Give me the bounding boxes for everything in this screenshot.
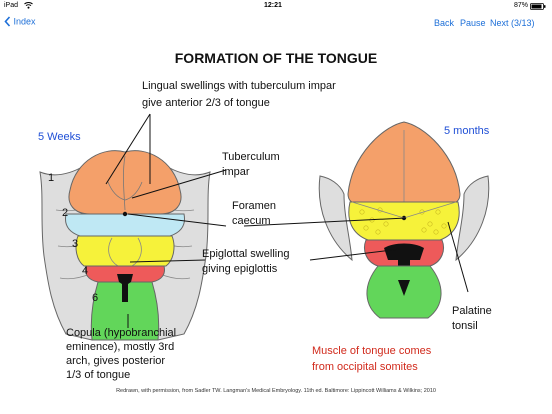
figure-credit: Redrawn, with permission, from Sadler TW… [116,388,436,394]
device-name: iPad [4,2,19,9]
status-bar: iPad 12:21 87% [0,0,552,12]
arch-number-2: 2 [62,207,69,219]
figure-slide: FORMATION OF THE TONGUE [0,34,552,414]
copula-label-line1: Copula (hypobranchial [66,327,177,339]
pharyngeal-wall-left [318,175,353,262]
copula-label-line3: arch, gives posterior [66,355,166,367]
arch-number-4: 4 [82,265,89,277]
arch-number-1: 1 [48,172,55,184]
leader-lines [105,113,469,328]
lingual-swellings [68,150,182,215]
battery-icon [530,3,546,12]
back-button[interactable]: Back [434,18,455,28]
navigation-bar: Index Back Pause Next (3/13) [0,12,552,34]
pharyngeal-wall-right [455,175,490,262]
wifi-icon [24,1,33,11]
tongue-diagram [39,113,490,341]
copula-region [75,235,175,267]
pause-button[interactable]: Pause [460,18,486,28]
tuberculum-impar-label-line1: Tuberculum [222,151,280,163]
stage-label-5-months: 5 months [444,125,490,137]
muscle-origin-note-line2: from occipital somites [312,361,418,373]
back-to-index-button[interactable]: Index [4,16,36,27]
arch-number-3: 3 [72,238,79,250]
palatine-tonsil-label-line1: Palatine [452,305,492,317]
figure-title: FORMATION OF THE TONGUE [174,50,378,66]
lingual-swellings-label-line1: Lingual swellings with tuberculum impar [142,80,336,92]
tongue-5-months-diagram [318,121,490,319]
second-arch-region [65,213,185,237]
battery-percent: 87% [514,2,529,9]
palatine-tonsil-label-line2: tonsil [452,320,478,332]
next-button[interactable]: Next (3/13) [490,18,535,28]
foramen-caecum-label-line1: Foramen [232,200,277,212]
tuberculum-impar-label-line2: impar [222,166,250,178]
epiglottal-swelling-label-line2: giving epiglottis [202,263,278,275]
embryo-5-weeks-diagram [39,150,211,341]
copula-label-line4: 1/3 of tongue [66,369,131,381]
fourth-sixth-arch-region [90,281,160,341]
copula-label-line2: eminence), mostly 3rd [66,341,175,353]
stage-label-5-weeks: 5 Weeks [38,131,81,143]
foramen-caecum-label-line2: caecum [232,215,271,227]
chevron-left-icon [4,16,11,27]
clock: 12:21 [264,2,282,9]
posterior-tongue [348,201,460,241]
epiglottal-swelling-label-line1: Epiglottal swelling [202,248,290,260]
arch-number-6: 6 [92,292,99,304]
lingual-swellings-label-line2: give anterior 2/3 of tongue [142,97,270,109]
muscle-origin-note-line1: Muscle of tongue comes [312,345,432,357]
laryngeal-opening [117,274,133,302]
back-to-index-label: Index [13,16,36,27]
